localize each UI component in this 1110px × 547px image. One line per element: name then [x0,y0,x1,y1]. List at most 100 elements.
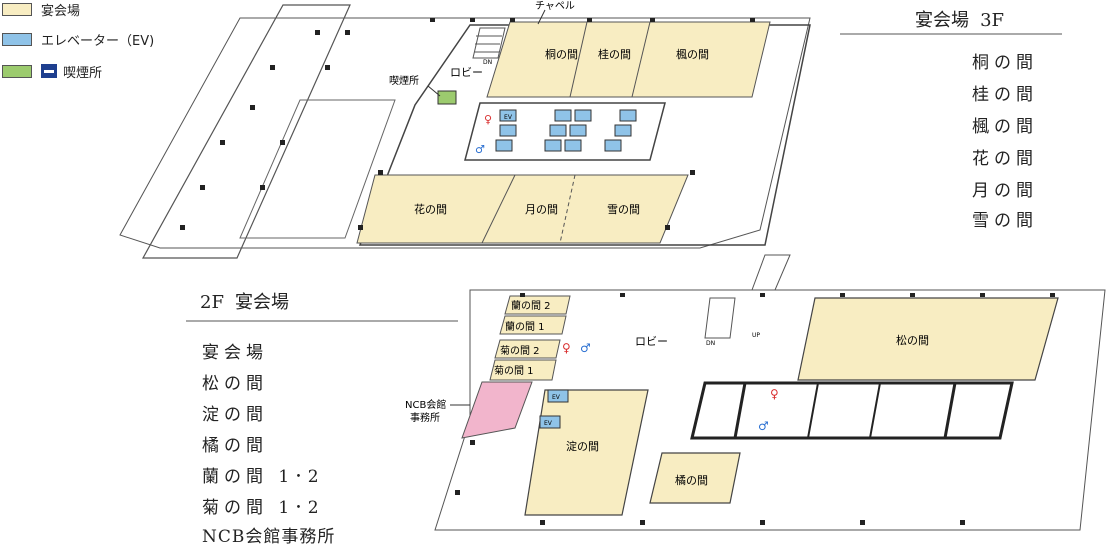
elevator-3f-7 [569,124,587,137]
divider-lower-2 [559,174,576,244]
floor2-number: 2F [200,292,224,313]
room-yuki-label: 雪の間 [607,203,640,216]
elevator-2f-2 [539,415,561,429]
floor2-list-item: 宴会場 [202,343,268,363]
floor-3f-plan: EV ♀ ♂ チャペル ロビー DN 喫煙所 桐の間 桂の間 楓の間 花の間 月… [119,0,811,259]
room-kaede-label: 楓の間 [676,47,709,61]
floor3-room-item: 月の間 [972,181,1038,201]
restroom-male-icon-2f: ♂ [580,341,591,355]
room-kiku2 [494,339,561,359]
hall-matsu [797,297,1059,381]
elevator-3f-5 [574,109,592,122]
floor2-list-item: 菊の間 1･2 [202,498,324,518]
lobby-label-3f: ロビー [450,66,483,79]
floor3-room-item: 花の間 [972,149,1038,169]
room-ran1 [499,315,567,335]
elevator-3f-8 [544,139,562,152]
ran2-label: 蘭の間 2 [511,299,551,312]
restroom-male-icon-2f-core: ♂ [758,419,769,433]
smoking-label-3f: 喫煙所 [389,75,419,87]
smoking-swatch [2,64,32,78]
hall-tachibana [649,452,741,504]
divider-upper-1 [569,21,588,98]
floor3-number: 3F [980,10,1005,31]
elevator-swatch [2,32,32,46]
courtyard-3f [239,99,396,239]
hall-lower-3f [356,174,689,244]
floor2-title: 宴会場 [235,292,290,313]
lobby-label-2f: ロビー [635,335,668,348]
columns-3f [180,18,755,230]
floor3-room-item: 楓の間 [972,117,1038,137]
map-legend: 宴会場 エレベーター（EV) 喫煙所 [0,0,220,90]
stairs-2f [704,297,736,339]
elevator-3f-6 [549,124,567,137]
ev-label-3f: EV [504,114,513,121]
elevator-3f-3 [495,139,513,152]
floor2-heading: 2F 宴会場 [200,288,289,314]
ncb-label-line2: 事務所 [410,411,440,424]
building-outline-2f [434,289,1106,531]
legend-elevator-label: エレベーター（EV) [41,33,155,49]
core-2f [690,381,1014,440]
room-ran2 [504,295,571,315]
yodo-label: 淀の間 [566,439,599,453]
ran1-label: 蘭の間 1 [505,320,545,333]
floor3-room-item: 桂の間 [972,85,1038,105]
hall-upper-3f [486,21,771,98]
floor2-list-item: 松の間 [202,374,268,394]
up-label-2f: UP [752,332,760,339]
floor2-list-item: 橘の間 [202,436,268,456]
elevator-3f-2 [499,124,517,137]
floor2-list-item: NCB会館事務所 [202,527,336,547]
tachibana-label: 橘の間 [675,474,708,487]
divider-upper-2 [631,21,651,98]
ev-label-2f-2: EV [544,420,553,427]
room-kiku1 [489,359,557,381]
floor3-room-item: 雪の間 [972,211,1038,231]
legend-elevator: エレベーター（EV) [2,30,155,49]
room-katsura-label: 桂の間 [598,47,631,61]
elevator-3f-10 [619,109,637,122]
floor-2f-plan: ♀ ♂ ♀ ♂ 蘭の間 2 蘭の間 1 菊の間 2 菊の間 1 ロビー 松の間 … [405,254,1106,531]
elevator-2f-1 [547,389,569,403]
room-tsuki-label: 月の間 [525,203,558,216]
elevator-3f-11 [614,124,632,137]
floor3-heading: 宴会場 3F [915,6,1004,32]
ncb-label-line1: NCB会館 [405,398,446,411]
floor3-title: 宴会場 [915,10,969,31]
building-outline-3f [119,17,811,249]
core-3f [464,102,666,161]
legend-banquet-label: 宴会場 [41,3,81,19]
restroom-female-icon-2f-core: ♀ [770,387,779,401]
elevators-3f: EV [495,109,637,152]
floor2-list-item: 淀の間 [202,405,268,425]
matsu-label: 松の間 [896,333,929,347]
ncb-office [461,381,533,439]
elevator-3f-1 [499,109,517,122]
divider-lower-1 [481,174,516,244]
legend-smoking: 喫煙所 [2,62,103,81]
floor3-room-item: 桐の間 [972,53,1038,73]
kiku1-label: 菊の間 1 [494,365,534,377]
columns-2f [455,293,1055,525]
elevator-3f-4 [554,109,572,122]
chapel-label: チャペル [535,0,575,12]
parking-slab-3f [141,4,351,259]
elevator-3f-12 [604,139,622,152]
kiku2-label: 菊の間 2 [500,345,540,357]
smoking-room-3f [437,90,457,105]
dn-label-2f: DN [706,340,715,347]
dn-label-3f: DN [483,59,492,66]
legend-banquet: 宴会場 [2,0,81,19]
ev-label-2f-1: EV [552,394,561,401]
restroom-female-icon: ♀ [484,113,492,126]
legend-smoking-label: 喫煙所 [63,65,103,81]
restroom-male-icon: ♂ [475,143,485,156]
room-hana-label: 花の間 [414,203,447,216]
stairs-exterior-2f [751,254,791,291]
stairs-3f [472,27,506,59]
banquet-swatch [2,2,32,16]
floor2-list-item: 蘭の間 1･2 [202,467,324,487]
